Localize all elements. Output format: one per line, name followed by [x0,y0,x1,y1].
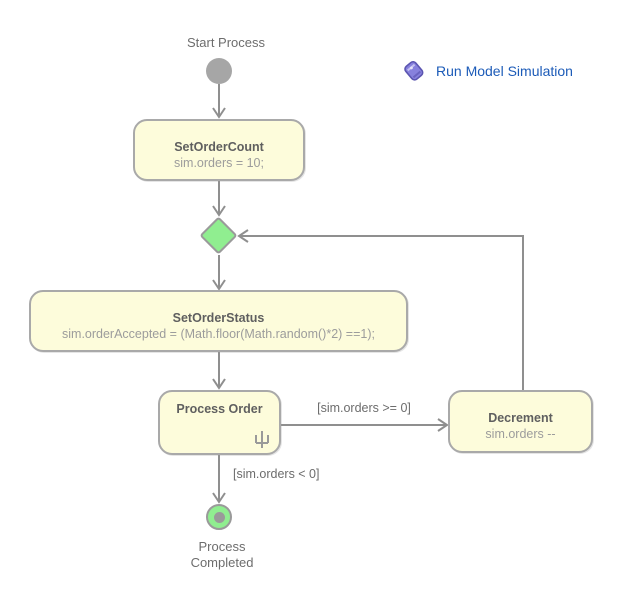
simulation-script-icon [404,60,424,81]
arrowhead-down-icon [212,279,226,291]
action-process-order[interactable]: Process Order [158,390,281,455]
action-code: sim.orderAccepted = (Math.floor(Math.ran… [62,327,375,341]
action-title: SetOrderStatus [172,311,265,325]
action-set-order-status[interactable]: SetOrderStatus sim.orderAccepted = (Math… [29,290,408,352]
action-title: Decrement [488,410,553,425]
action-title: Process Order [176,402,263,416]
start-node-label: Start Process [186,35,266,50]
arrowhead-down-icon [212,107,226,119]
activity-final-node[interactable] [206,504,232,530]
arrowhead-down-icon [212,378,226,390]
run-model-simulation-link[interactable]: Run Model Simulation [403,59,573,83]
final-node-label: Process Completed [190,539,254,570]
run-model-simulation-label[interactable]: Run Model Simulation [436,63,573,79]
action-set-order-count[interactable]: SetOrderCount sim.orders = 10; [133,119,305,181]
guard-orders-lt-0[interactable]: [sim.orders < 0] [233,467,320,481]
guard-orders-ge-0[interactable]: [sim.orders >= 0] [317,401,411,415]
action-code: sim.orders = 10; [174,156,264,170]
final-node-dot [213,511,225,523]
arrowhead-left-icon [237,229,249,243]
action-title: SetOrderCount [174,140,264,154]
rake-icon [255,431,269,448]
arrowhead-right-icon [437,418,449,432]
action-code: sim.orders -- [485,426,556,441]
arrowhead-down-icon [212,205,226,217]
action-decrement[interactable]: Decrement sim.orders -- [448,390,593,453]
edge-decrement-to-decision[interactable] [240,235,524,390]
initial-node[interactable] [206,58,232,84]
arrowhead-down-icon [212,492,226,504]
